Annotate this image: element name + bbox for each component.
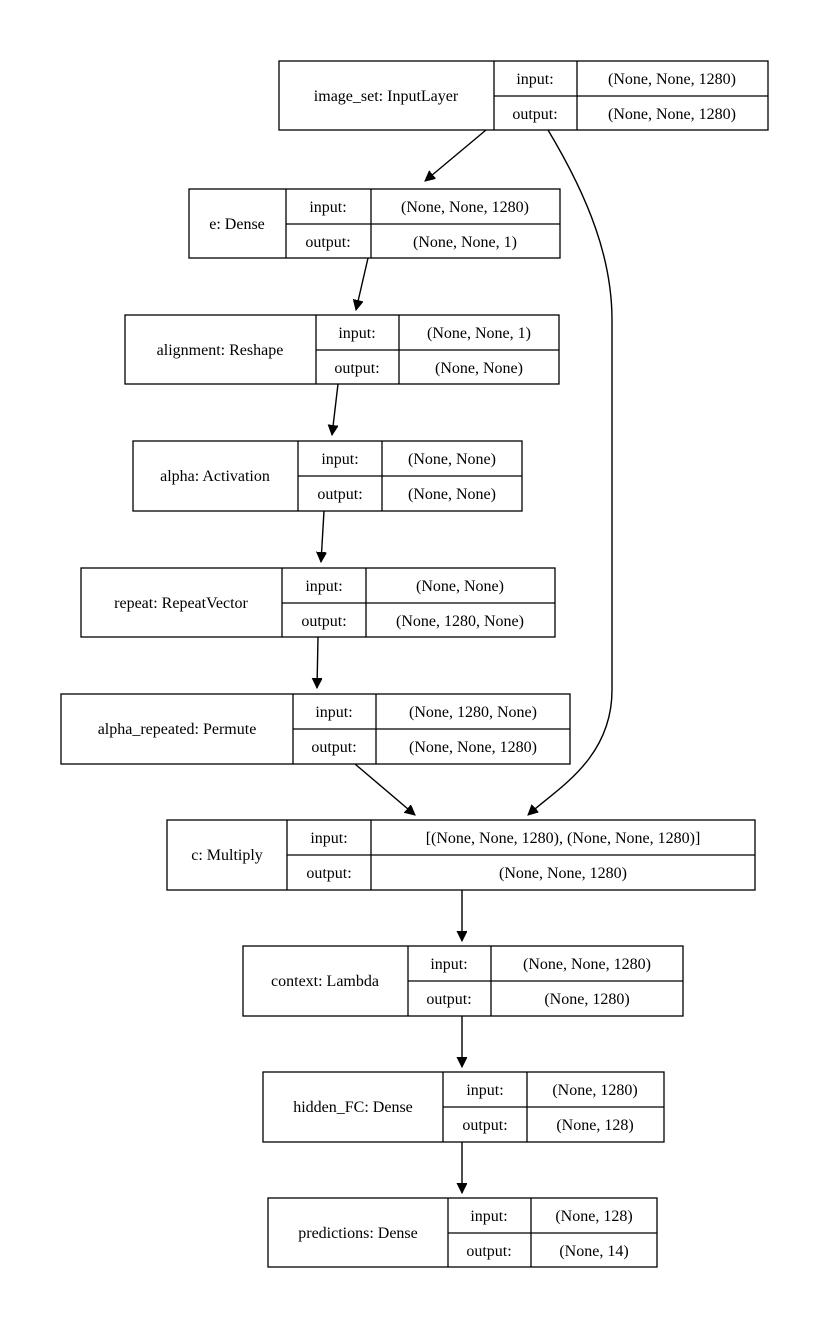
edge-e-to-alignment: [356, 257, 369, 310]
node-label: image_set: InputLayer: [314, 88, 459, 105]
input-label: input:: [338, 325, 375, 342]
input-shape: (None, None, 1280): [401, 199, 529, 216]
output-label: output:: [466, 1243, 511, 1260]
input-shape: [(None, None, 1280), (None, None, 1280)]: [426, 830, 701, 847]
node-alpha: alpha: Activation input: output: (None, …: [132, 440, 523, 512]
input-label: input:: [305, 578, 342, 595]
node-e: e: Dense input: output: (None, None, 128…: [188, 188, 561, 259]
node-label: hidden_FC: Dense: [293, 1099, 413, 1116]
output-shape: (None, None, 1280): [608, 106, 736, 123]
node-alpha_repeated: alpha_repeated: Permute input: output: (…: [60, 693, 571, 765]
input-label: input:: [430, 956, 467, 973]
node-c: c: Multiply input: output: [(None, None,…: [166, 819, 756, 891]
output-shape: (None, None): [435, 360, 523, 377]
edge-alignment-to-alpha: [332, 383, 339, 435]
input-label: input:: [466, 1082, 503, 1099]
output-label: output:: [334, 360, 379, 377]
node-label: e: Dense: [209, 216, 265, 233]
input-shape: (None, 128): [555, 1208, 632, 1225]
node-label: alpha_repeated: Permute: [98, 721, 257, 738]
node-label: context: Lambda: [271, 973, 379, 990]
input-shape: (None, 1280): [552, 1082, 637, 1099]
output-shape: (None, None, 1280): [499, 865, 627, 882]
input-label: input:: [310, 830, 347, 847]
node-context: context: Lambda input: output: (None, No…: [242, 945, 684, 1017]
output-label: output:: [301, 613, 346, 630]
output-label: output:: [462, 1117, 507, 1134]
input-shape: (None, None): [416, 578, 504, 595]
input-shape: (None, 1280, None): [409, 704, 537, 721]
edge-image_set-to-c: [528, 129, 613, 815]
input-label: input:: [315, 704, 352, 721]
input-shape: (None, None, 1): [427, 325, 531, 342]
node-label: alpha: Activation: [160, 468, 270, 485]
node-label: predictions: Dense: [298, 1225, 418, 1242]
output-label: output:: [305, 234, 350, 251]
output-label: output:: [311, 739, 356, 756]
output-shape: (None, 14): [559, 1243, 628, 1260]
node-label: alignment: Reshape: [157, 342, 284, 359]
edge-image_set-to-e: [425, 129, 487, 181]
output-shape: (None, None, 1280): [409, 739, 537, 756]
output-label: output:: [426, 991, 471, 1008]
edge-repeat-to-alpha_repeated: [317, 636, 318, 688]
output-shape: (None, None, 1): [413, 234, 517, 251]
input-label: input:: [470, 1208, 507, 1225]
input-shape: (None, None): [408, 451, 496, 468]
input-label: input:: [309, 199, 346, 216]
node-hidden_FC: hidden_FC: Dense input: output: (None, 1…: [262, 1071, 665, 1143]
output-shape: (None, None): [408, 486, 496, 503]
edge-alpha-to-repeat: [321, 510, 324, 562]
node-label: repeat: RepeatVector: [114, 595, 248, 612]
output-shape: (None, 1280): [544, 991, 629, 1008]
output-label: output:: [512, 106, 557, 123]
output-label: output:: [306, 865, 351, 882]
edge-alpha_repeated-to-c: [354, 763, 415, 815]
output-shape: (None, 128): [556, 1117, 633, 1134]
input-shape: (None, None, 1280): [608, 71, 736, 88]
output-label: output:: [317, 486, 362, 503]
input-label: input:: [516, 71, 553, 88]
node-repeat: repeat: RepeatVector input: output: (Non…: [80, 567, 556, 638]
node-image_set: image_set: InputLayer input: output: (No…: [278, 60, 769, 131]
output-shape: (None, 1280, None): [396, 613, 524, 630]
input-label: input:: [321, 451, 358, 468]
input-shape: (None, None, 1280): [523, 956, 651, 973]
node-label: c: Multiply: [191, 847, 263, 864]
node-predictions: predictions: Dense input: output: (None,…: [267, 1197, 658, 1268]
node-alignment: alignment: Reshape input: output: (None,…: [124, 314, 560, 385]
edges: [317, 129, 613, 1193]
